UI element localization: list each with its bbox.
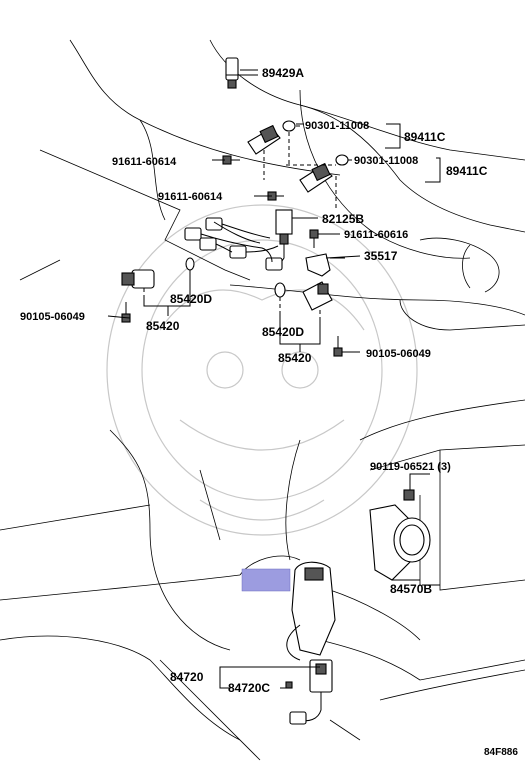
label-85420-right[interactable]: 85420 [278,351,312,365]
label-84720[interactable]: 84720 [170,670,204,684]
sensor-89411C-lower[interactable] [286,154,349,210]
label-90119-06521[interactable]: 90119-06521 (3) [370,461,451,473]
highlight-box[interactable] [241,568,291,592]
label-89411C-upper[interactable]: 89411C [404,130,446,144]
label-90105-06049-right[interactable]: 90105-06049 [366,348,431,360]
label-89429A[interactable]: 89429A [262,66,304,80]
solenoid-85420-right[interactable] [274,281,333,320]
switch-84720C[interactable] [285,659,333,725]
label-91611-60614-lower[interactable]: 91611-60614 [158,191,223,203]
sensor-89411C-upper[interactable] [247,120,300,180]
label-91611-60614-upper[interactable]: 91611-60614 [112,156,177,168]
bolt-91611-60614-upper[interactable] [222,155,240,165]
label-90301-11008-lower[interactable]: 90301-11008 [354,155,418,167]
bolt-90105-06049-right[interactable] [333,336,343,357]
label-82125B[interactable]: 82125B [322,212,364,226]
leader-lines [107,74,441,689]
watermark-logo [106,204,418,536]
label-90301-11008-upper[interactable]: 90301-11008 [305,120,369,132]
sensor-89429A[interactable] [225,57,258,89]
label-85420D-left[interactable]: 85420D [170,292,212,306]
label-91611-60616[interactable]: 91611-60616 [344,229,408,241]
solenoid-85420-left[interactable] [121,257,195,298]
bolt-91611-60616[interactable] [309,229,319,248]
bolt-90105-06049-left[interactable] [121,302,131,323]
label-84570B[interactable]: 84570B [390,582,432,596]
label-84720C[interactable]: 84720C [228,681,270,695]
switch-84570B[interactable] [369,489,431,581]
label-89411C-lower[interactable]: 89411C [446,164,488,178]
label-85420-left[interactable]: 85420 [146,319,180,333]
shift-lever-assembly[interactable] [286,561,336,661]
figure-code: 84F886 [484,747,518,758]
label-35517[interactable]: 35517 [364,249,398,263]
label-90105-06049-left[interactable]: 90105-06049 [20,311,85,323]
label-85420D-right[interactable]: 85420D [262,325,304,339]
part-labels: 89429A 90301-11008 89411C 91611-60614 90… [20,66,518,758]
wire-harness[interactable] [184,217,283,271]
